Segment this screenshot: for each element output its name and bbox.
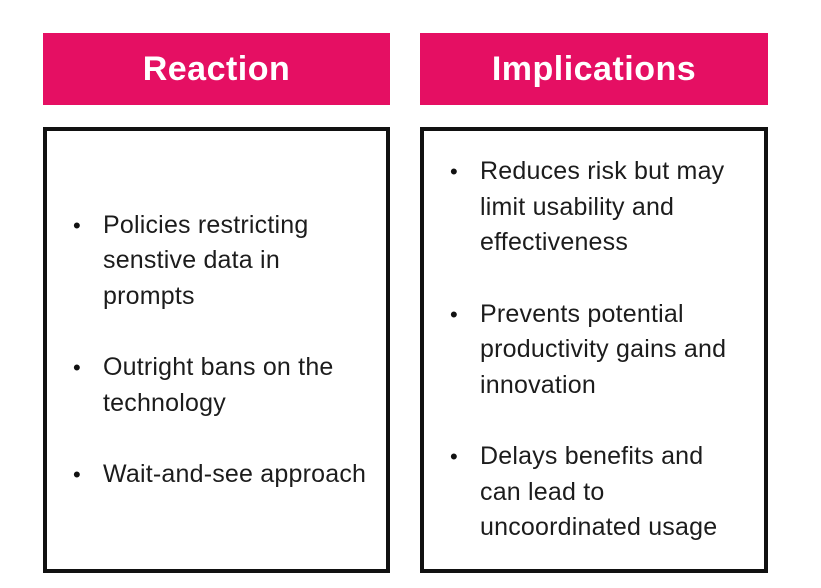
bullet-text: Delays benefits and can lead to uncoordi… [480, 442, 718, 542]
bullet-icon: • [450, 444, 458, 470]
bullet-icon: • [73, 212, 81, 238]
bullet-text: Outright bans on the technology [103, 353, 334, 417]
bullet-item: • Outright bans on the technology [73, 350, 368, 421]
bullet-icon: • [450, 301, 458, 327]
implications-column: Implications • Reduces risk but may limit… [420, 33, 768, 573]
implications-header: Implications [420, 33, 768, 105]
bullet-text: Policies restricting senstive data in pr… [103, 210, 309, 310]
bullet-item: • Wait-and-see approach [73, 457, 368, 493]
implications-box: • Reduces risk but may limit usability an… [420, 127, 768, 573]
reaction-bullet-list: • Policies restricting senstive data in p… [73, 208, 368, 493]
reaction-box: • Policies restricting senstive data in p… [43, 127, 390, 573]
bullet-text: Wait-and-see approach [103, 460, 367, 488]
reaction-header: Reaction [43, 33, 390, 105]
bullet-item: • Prevents potential productivity gains a… [450, 297, 746, 404]
reaction-column: Reaction • Policies restricting senstive … [43, 33, 390, 573]
bullet-text: Prevents potential productivity gains an… [480, 299, 727, 399]
implications-bullet-list: • Reduces risk but may limit usability an… [450, 154, 746, 546]
bullet-icon: • [450, 159, 458, 185]
bullet-item: • Reduces risk but may limit usability an… [450, 154, 746, 261]
bullet-item: • Policies restricting senstive data in p… [73, 208, 368, 315]
bullet-item: • Delays benefits and can lead to uncoord… [450, 439, 746, 546]
bullet-text: Reduces risk but may limit usability and… [480, 157, 725, 257]
bullet-icon: • [73, 355, 81, 380]
bullet-icon: • [73, 462, 81, 487]
